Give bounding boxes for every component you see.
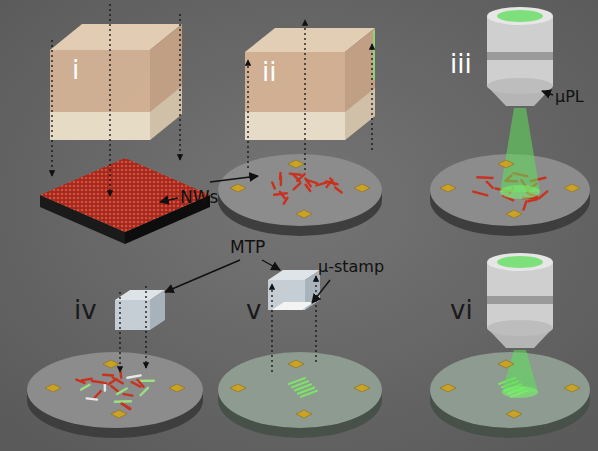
mtp-cube <box>268 270 320 310</box>
contact-pad <box>354 384 370 392</box>
substrate-disk <box>218 154 382 236</box>
nanowires <box>76 372 154 410</box>
panel-number: iii <box>450 50 472 79</box>
microscope-objective <box>487 253 553 398</box>
panel-number: iv <box>74 296 97 325</box>
contact-pad <box>506 210 522 218</box>
contact-pad <box>564 384 580 392</box>
dashed-arrows <box>248 20 372 170</box>
contact-pad <box>45 384 61 392</box>
nanowire <box>528 199 537 201</box>
contact-pad <box>440 184 456 192</box>
nanowire <box>330 178 334 184</box>
contact-pad <box>288 160 304 168</box>
dashed-arrows <box>120 286 146 372</box>
contact-pad <box>103 360 119 368</box>
nanowire <box>92 381 106 383</box>
substrate-disk <box>430 154 590 236</box>
contact-pad <box>564 184 580 192</box>
nanowire <box>138 380 144 387</box>
nanowire <box>284 198 288 204</box>
nanowire <box>87 398 97 399</box>
nanowire <box>272 182 275 188</box>
contact-pad <box>288 360 304 368</box>
nanowire <box>301 391 317 397</box>
panel-number: ii <box>262 58 276 87</box>
dashed-arrows <box>272 276 316 372</box>
contact-pad <box>230 384 246 392</box>
panel-number: v <box>246 296 261 325</box>
contact-pad <box>506 410 522 418</box>
nanowire <box>111 386 119 392</box>
nanowire <box>117 389 127 394</box>
panel-number: vi <box>450 296 473 325</box>
contact-pad <box>354 184 370 192</box>
nanowire <box>109 379 117 384</box>
panel-number: i <box>72 56 79 85</box>
contact-pads <box>45 160 580 418</box>
part-label: μ-stamp <box>318 258 384 276</box>
contact-pad <box>296 210 312 218</box>
nanowire <box>524 201 527 209</box>
nanowire <box>306 185 311 191</box>
substrate-disk <box>430 352 590 438</box>
nanowire <box>119 372 122 378</box>
nanowire <box>140 388 147 395</box>
nanowire <box>103 374 113 377</box>
substrate-disk <box>218 352 382 438</box>
contact-pad <box>498 160 514 168</box>
microscope-objective <box>487 7 553 199</box>
nanowire <box>316 182 328 185</box>
nanowires <box>272 173 341 204</box>
pdms-cube <box>245 28 375 140</box>
contact-pad <box>169 384 185 392</box>
nanowire <box>280 192 285 199</box>
contact-pad <box>296 410 312 418</box>
contact-pad <box>440 384 456 392</box>
nanowire <box>122 404 131 409</box>
nanowire <box>294 183 301 189</box>
nanowire <box>95 391 101 398</box>
contact-pad <box>111 410 127 418</box>
nanowire <box>290 174 301 175</box>
nanowire <box>477 176 492 179</box>
nanowire <box>487 182 493 188</box>
nanowire <box>335 188 341 193</box>
nanowire <box>127 375 140 377</box>
nanowire <box>539 191 547 198</box>
aligned-nanowires <box>289 378 317 397</box>
nanowire <box>307 180 317 183</box>
contact-pad <box>230 184 246 192</box>
nanowire <box>76 380 84 383</box>
part-label: MTP <box>230 238 265 257</box>
leader-lines <box>160 91 553 303</box>
pdms-cube <box>50 24 182 140</box>
nanowire <box>473 192 487 196</box>
part-label: μPL <box>555 88 584 106</box>
part-label: NWs <box>180 188 218 207</box>
substrate-disk <box>27 352 203 438</box>
nanowire <box>115 400 131 403</box>
nanowire <box>82 379 92 381</box>
dashed-arrows <box>52 4 180 196</box>
nanowire <box>124 394 133 395</box>
nanowire <box>81 385 89 390</box>
nanowire <box>280 177 283 185</box>
mtp-cube <box>115 290 165 330</box>
contact-pad <box>498 360 514 368</box>
